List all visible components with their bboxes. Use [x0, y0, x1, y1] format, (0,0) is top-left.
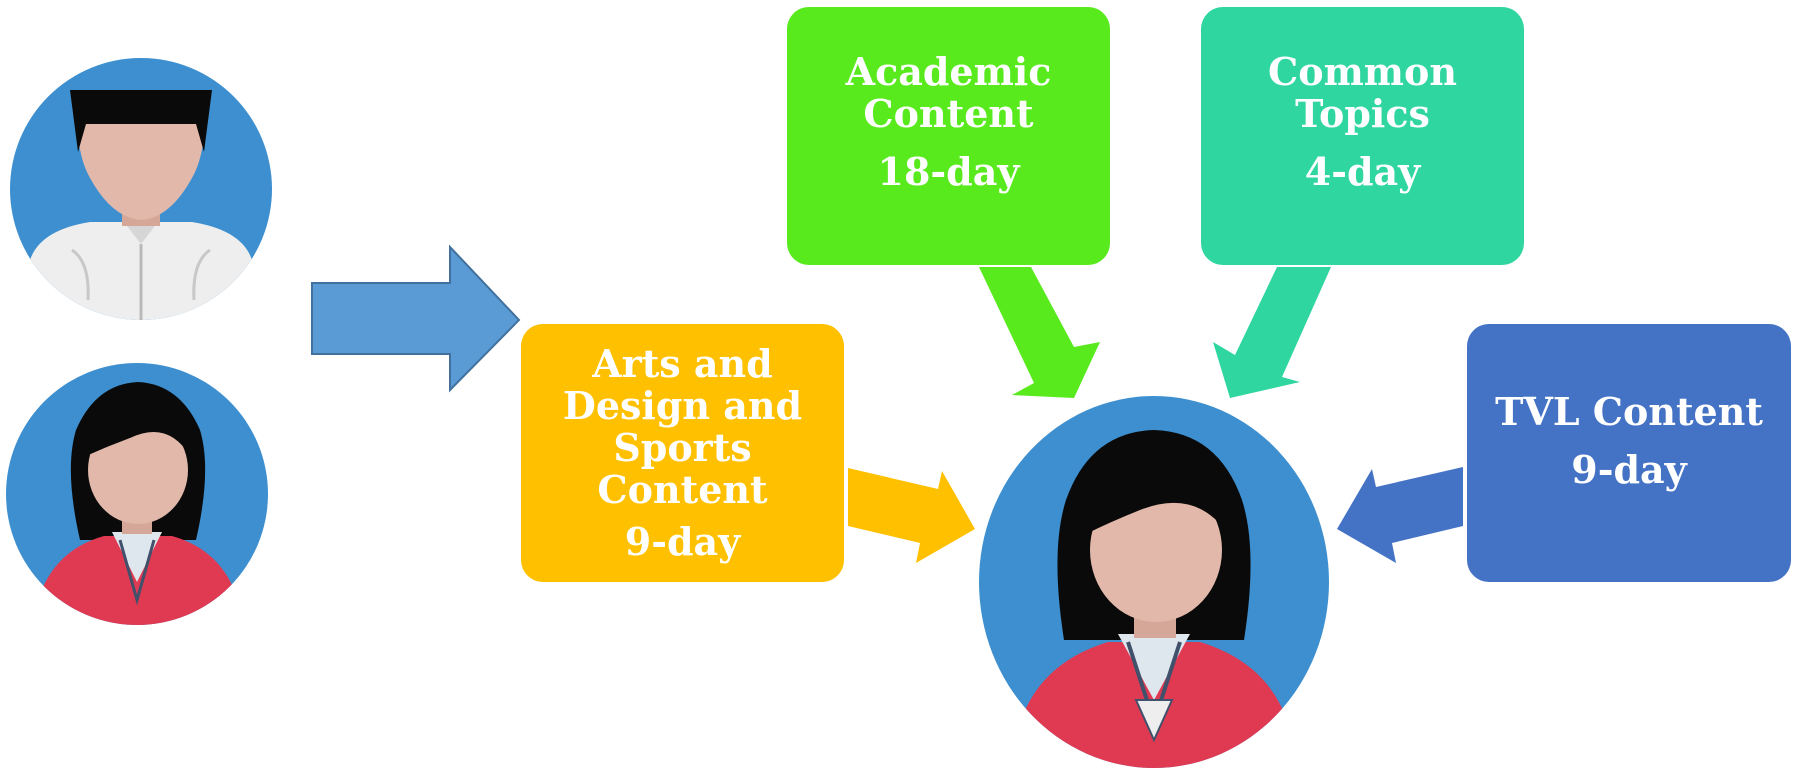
academic-content-box: Academic Content 18-day	[787, 7, 1110, 265]
common-topics-arrow	[1213, 267, 1331, 398]
tvl-content-box: TVL Content 9-day	[1467, 324, 1791, 582]
main-flow-arrow	[311, 244, 521, 393]
female-teacher-avatar	[6, 363, 268, 625]
common-topics-box: Common Topics 4-day	[1201, 7, 1524, 265]
learner-avatar	[979, 396, 1329, 768]
arts-design-sports-title: Arts and Design and Sports Content	[562, 341, 803, 512]
arts-design-sports-box: Arts and Design and Sports Content 9-day	[521, 324, 844, 582]
arts-arrow	[848, 468, 975, 563]
academic-content-title: Academic Content	[845, 49, 1052, 136]
common-topics-duration: 4-day	[1304, 149, 1421, 194]
tvl-arrow	[1337, 467, 1463, 563]
tvl-content-title: TVL Content	[1495, 389, 1763, 434]
common-topics-title: Common Topics	[1268, 49, 1457, 136]
academic-content-duration: 18-day	[877, 149, 1020, 194]
academic-arrow	[979, 267, 1100, 398]
tvl-content-duration: 9-day	[1571, 447, 1687, 492]
male-teacher-avatar	[10, 58, 272, 320]
arts-design-sports-duration: 9-day	[624, 519, 741, 564]
